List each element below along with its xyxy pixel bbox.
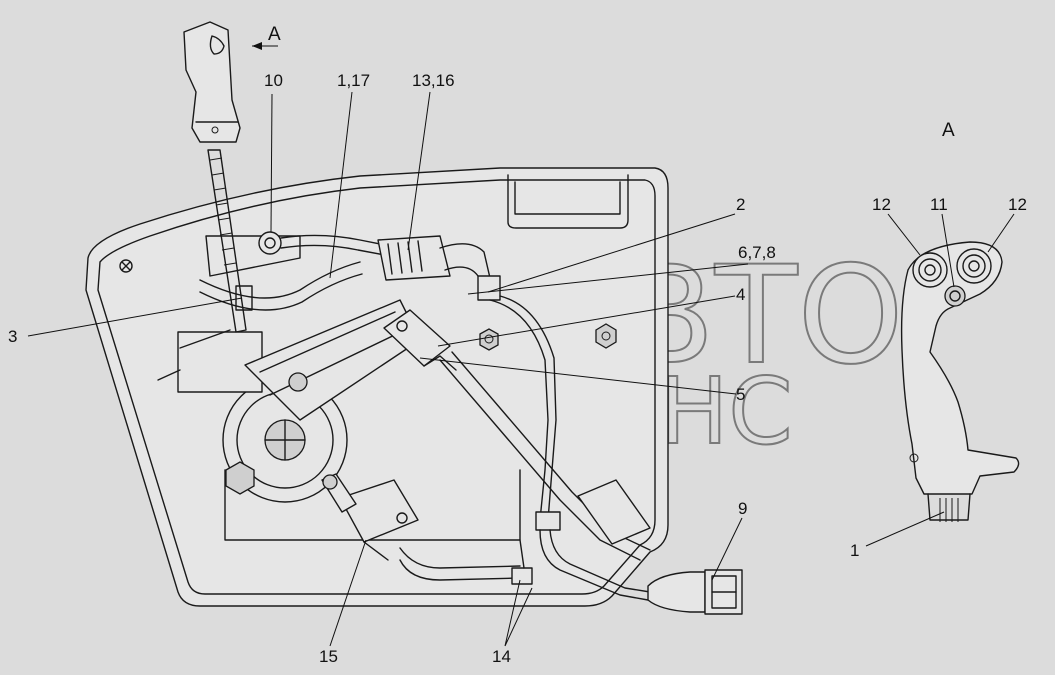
joystick-handle [183,21,301,333]
callout-11: 11 [930,195,948,214]
callout-12-left: 12 [872,195,891,214]
callout-5: 5 [736,385,745,404]
connector-9 [647,569,743,615]
connector-10 [258,231,282,255]
wire-harness [199,234,651,601]
callout-9: 9 [738,499,747,518]
callouts: 10 1,17 13,16 2 6,7,8 4 5 3 9 15 14 12 1… [8,71,1027,666]
switch-15 [321,473,419,561]
callout-12-right: 12 [1008,195,1027,214]
view-marker: A A [252,24,955,141]
callout-3: 3 [8,327,17,346]
callout-1: 1 [850,541,859,560]
view-marker-label: A [268,24,281,45]
panel-body [85,167,669,607]
view-title: A [942,120,955,141]
callout-10: 10 [264,71,283,90]
view-a-grip [900,241,1020,522]
callout-2: 2 [736,195,745,214]
leader-lines [27,91,1015,647]
rotary-mechanism [157,299,421,503]
callout-4: 4 [736,285,745,304]
callout-14: 14 [492,647,511,666]
bracket-4 [383,309,457,371]
callout-1-17: 1,17 [337,71,370,90]
callout-15: 15 [319,647,338,666]
callout-6-7-8: 6,7,8 [738,243,776,262]
callout-13-16: 13,16 [412,71,455,90]
